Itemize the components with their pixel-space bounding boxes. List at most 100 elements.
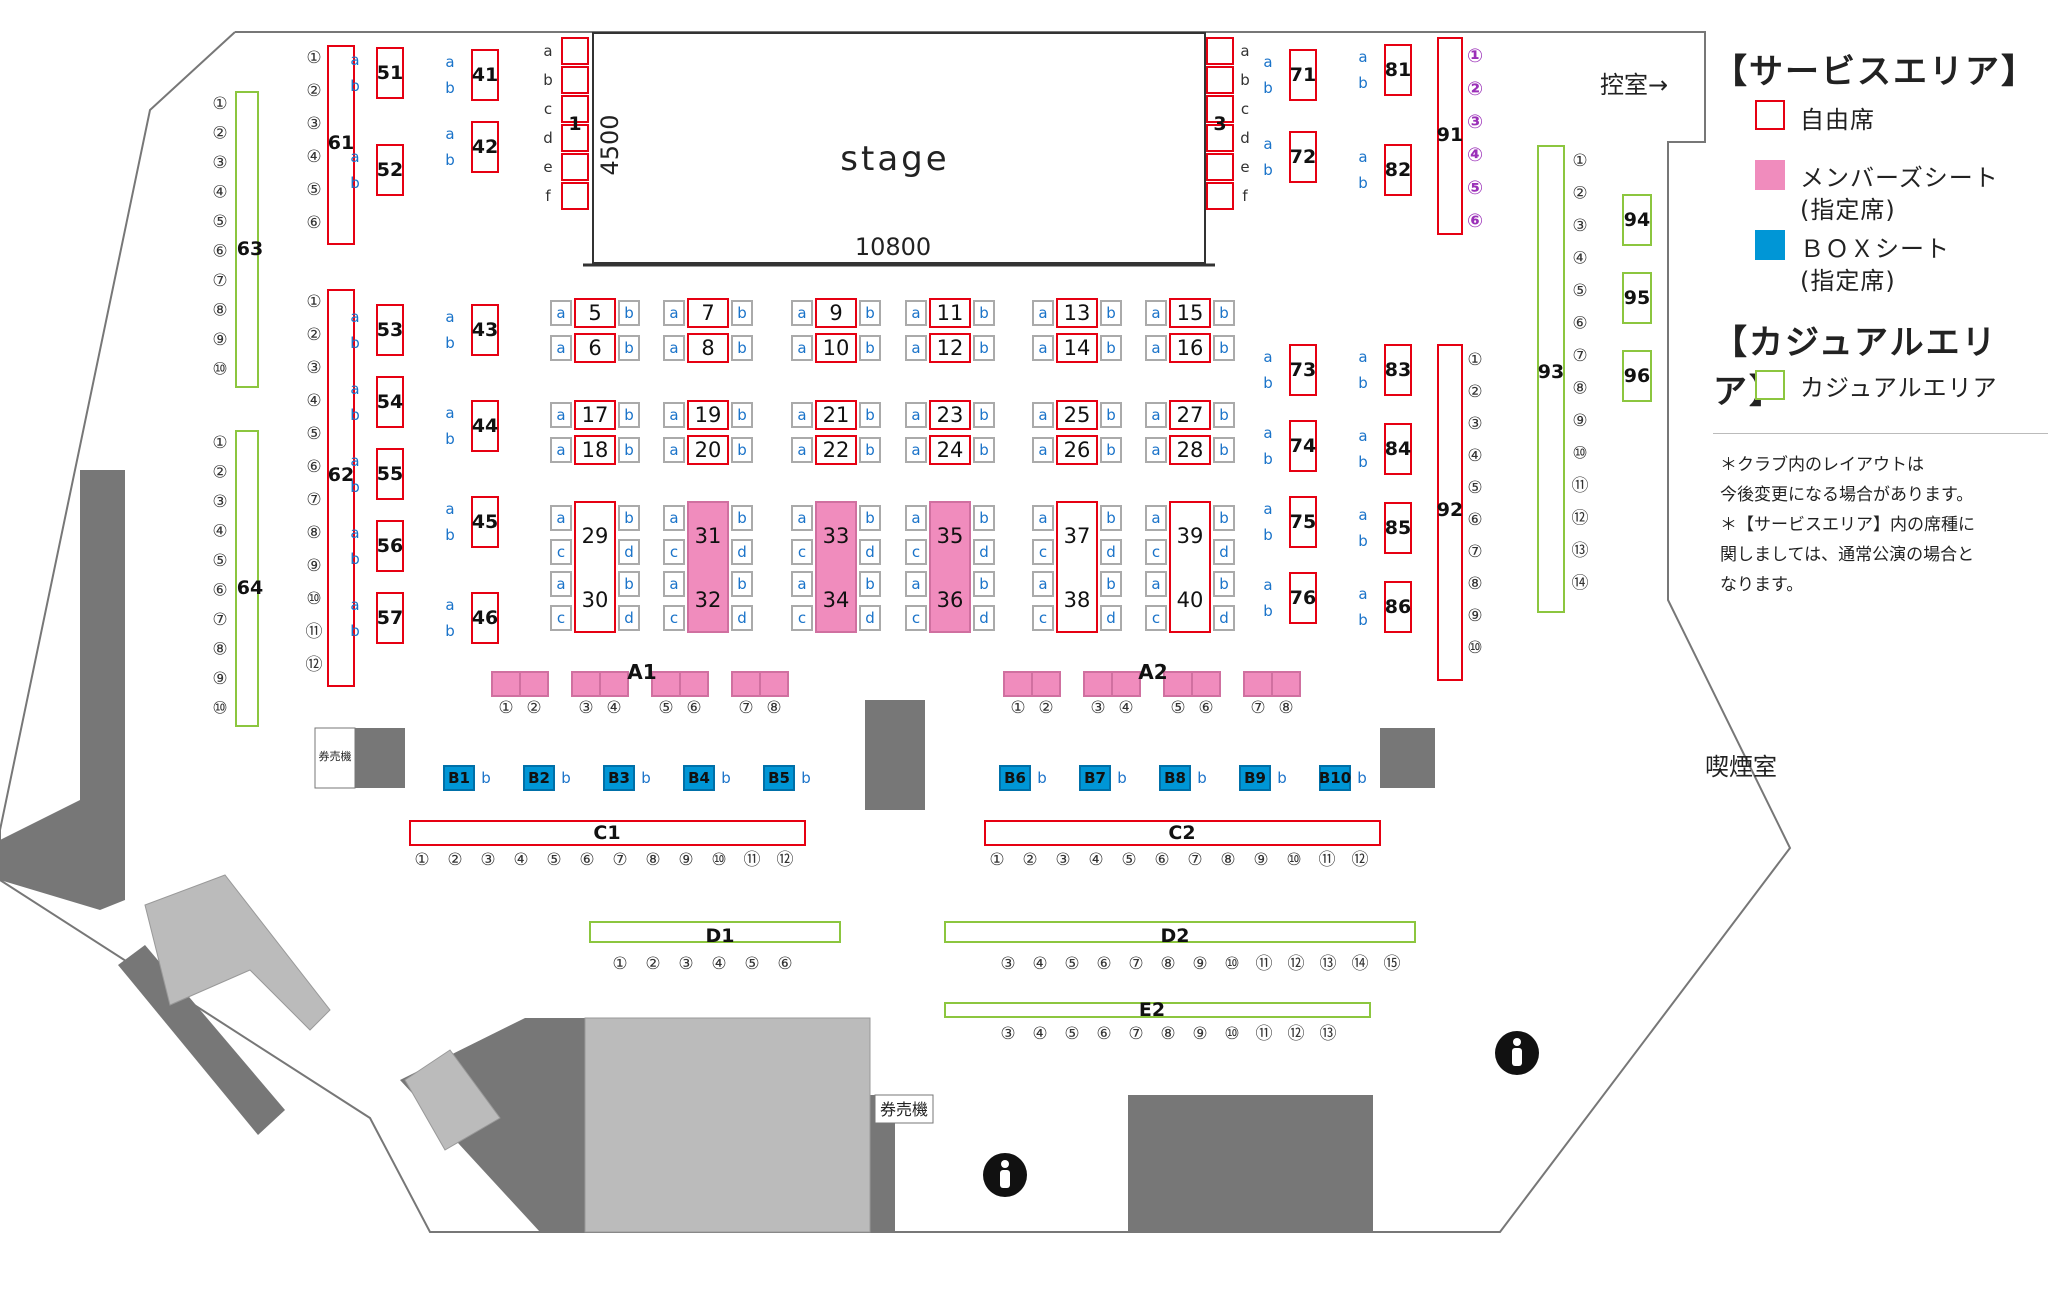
seat-number: ⑪ <box>306 622 323 642</box>
seat-number: ③ <box>1000 1024 1015 1044</box>
seat-letter-box <box>905 571 927 597</box>
seat-letter-box <box>1032 605 1054 631</box>
seat-letter: b <box>865 304 875 322</box>
seat-number: ④ <box>1467 446 1482 466</box>
seat-letter-box <box>973 605 995 631</box>
seat-letter-box <box>859 571 881 597</box>
seat-number: ① <box>306 48 321 68</box>
seat-letter-box <box>973 335 995 361</box>
seat-letter-box <box>905 605 927 631</box>
table-label: 85 <box>1385 517 1411 539</box>
seat-letter: a <box>1151 509 1160 527</box>
seat-number: ⑦ <box>1572 346 1587 366</box>
free-seat-table <box>1384 423 1412 475</box>
seat-letter-box <box>1032 402 1054 428</box>
seat-number: ③ <box>1467 111 1483 133</box>
seat-letter: d <box>1219 543 1229 561</box>
free-seat-table <box>815 400 857 430</box>
free-seat-swatch <box>1755 100 1785 130</box>
legend-service-title: 【サービスエリア】 <box>1713 52 2037 92</box>
members-seat-table <box>687 501 729 633</box>
seat-letter: a <box>350 51 359 69</box>
seat-letter-box <box>618 437 640 463</box>
seat-letter-box <box>1032 437 1054 463</box>
seat-letter: b <box>543 71 553 89</box>
free-seat-table <box>1056 333 1098 363</box>
seat-letter-box <box>905 402 927 428</box>
seat-number: ⑭ <box>1352 954 1369 974</box>
seat-letter: a <box>1358 148 1367 166</box>
seat-letter: a <box>1151 339 1160 357</box>
seat-number: ② <box>306 325 321 345</box>
venue-walls <box>0 31 1792 1233</box>
seat-letter: a <box>669 509 678 527</box>
table-label: 31 <box>695 524 722 548</box>
free-seat-table <box>687 435 729 465</box>
free-seat-table <box>1169 501 1211 633</box>
seat-letter-box <box>1032 505 1054 531</box>
legend-free-seat: 自由席 <box>1800 106 1875 134</box>
seat-number: ② <box>306 81 321 101</box>
table-label: 75 <box>1290 511 1316 533</box>
stage-depth-label: 4500 <box>596 114 624 175</box>
seat-number: ④ <box>1118 698 1133 718</box>
seat-number: ② <box>212 463 227 483</box>
free-seat-table <box>687 400 729 430</box>
seat-letter: a <box>669 441 678 459</box>
seat-letter-box <box>791 335 813 361</box>
table-label: 39 <box>1177 524 1204 548</box>
table-label: 91 <box>1437 124 1463 146</box>
seat-number: ⑭ <box>1572 574 1589 594</box>
table-label: 51 <box>377 62 403 84</box>
seat-letter: a <box>911 406 920 424</box>
table-label: 42 <box>472 136 498 158</box>
seat-letter: c <box>1152 609 1160 627</box>
seat-letter-box <box>731 437 753 463</box>
seat-letter: a <box>1358 585 1367 603</box>
members-seat <box>1271 671 1301 697</box>
seat-number: ⑨ <box>1192 954 1207 974</box>
seat-number: ⑦ <box>1250 698 1265 718</box>
seat-letter: a <box>1151 575 1160 593</box>
free-seat-table <box>1289 496 1317 548</box>
legend-divider <box>1713 433 2048 434</box>
members-seat <box>731 671 761 697</box>
seat-letter: a <box>1263 135 1272 153</box>
seat-letter: b <box>1263 161 1273 179</box>
seat-letter: b <box>1106 406 1116 424</box>
seat-letter: a <box>1038 509 1047 527</box>
seat-letter-box <box>618 300 640 326</box>
table-label: 55 <box>377 463 403 485</box>
box-seat <box>763 765 795 791</box>
casual-table <box>1622 350 1652 402</box>
seat-letter: b <box>1106 441 1116 459</box>
free-seat-table <box>1169 298 1211 328</box>
seat-letter-box <box>550 605 572 631</box>
table-label: 93 <box>1538 361 1564 383</box>
seat-letter: b <box>1106 509 1116 527</box>
box-seat <box>1319 765 1351 791</box>
seat-number: ⑦ <box>212 271 227 291</box>
free-seat-table <box>815 435 857 465</box>
seat-letter-box <box>1100 402 1122 428</box>
seat-letter: b <box>1219 339 1229 357</box>
free-seat <box>561 124 589 152</box>
table-label: 20 <box>695 438 722 462</box>
seat-letter-box <box>663 571 685 597</box>
free-seat-table <box>376 144 404 196</box>
table-label: 41 <box>472 64 498 86</box>
seat-number: ⑩ <box>1224 954 1239 974</box>
seat-letter-box <box>663 335 685 361</box>
seat-number: ⑫ <box>1288 954 1305 974</box>
seat-letter: a <box>350 524 359 542</box>
seat-number: ① <box>612 954 627 974</box>
seat-letter: d <box>1219 609 1229 627</box>
table-label: 14 <box>1064 336 1091 360</box>
table-label: 8 <box>701 336 714 360</box>
seat-letter: b <box>979 509 989 527</box>
seat-letter-box <box>791 571 813 597</box>
free-seat-table <box>1056 501 1098 633</box>
seat-letter: c <box>670 543 678 561</box>
seat-number: ⑧ <box>212 301 227 321</box>
